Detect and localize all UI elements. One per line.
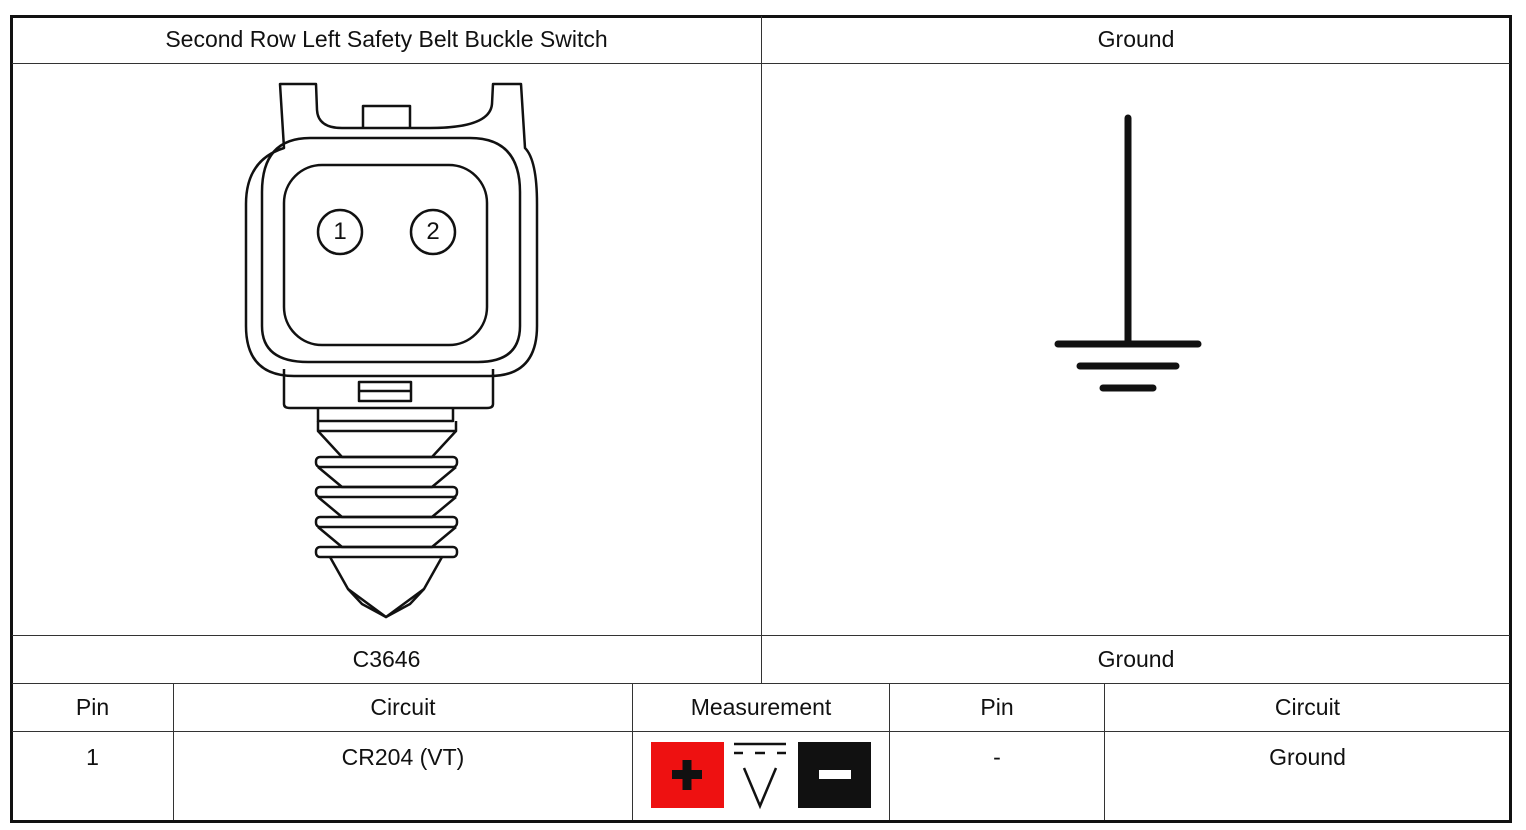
row-circuit-left: CR204 (VT) <box>341 744 465 770</box>
header-pin-left: Pin <box>75 694 110 720</box>
divider-label-bottom <box>12 683 1510 684</box>
divider-table-header <box>12 731 1510 732</box>
connector-title: Second Row Left Safety Belt Buckle Switc… <box>165 26 608 52</box>
ground-symbol-icon <box>1054 114 1202 392</box>
connector-id-label: C3646 <box>352 646 421 672</box>
dc-voltmeter-icon <box>734 742 786 810</box>
measurement-icons <box>651 742 871 810</box>
ground-title: Ground <box>1097 26 1175 52</box>
row-pin-right: - <box>993 744 1001 770</box>
pin-label-1: 1 <box>333 218 347 245</box>
row-circuit-right: Ground <box>1269 744 1346 770</box>
divider-header <box>12 63 1510 64</box>
header-pin-right: Pin <box>980 694 1014 720</box>
row-pin-left: 1 <box>86 744 99 770</box>
divider-col-2 <box>632 684 633 820</box>
header-circuit-right: Circuit <box>1274 694 1341 720</box>
divider-col-1 <box>173 684 174 820</box>
divider-col-3 <box>889 684 890 820</box>
negative-probe-icon <box>798 742 871 808</box>
pin-marks <box>316 208 457 256</box>
divider-col-4 <box>1104 684 1105 820</box>
header-measurement: Measurement <box>690 694 832 720</box>
divider-vertical-upper <box>761 16 762 684</box>
pin-label-2: 2 <box>426 218 440 245</box>
header-circuit-left: Circuit <box>370 694 436 720</box>
divider-image-bottom <box>12 635 1510 636</box>
ground-label: Ground <box>1097 646 1175 672</box>
connector-face-icon <box>244 82 539 619</box>
positive-probe-icon <box>651 742 724 808</box>
